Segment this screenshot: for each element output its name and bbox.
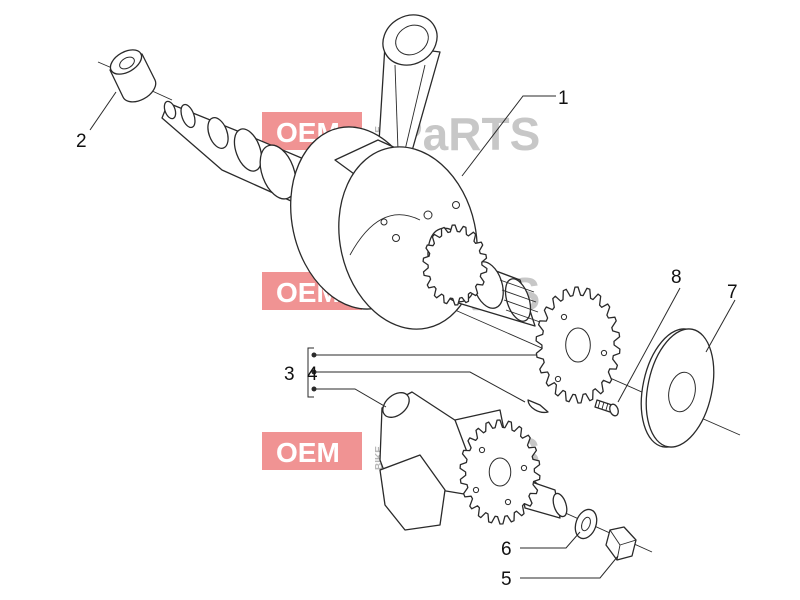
leader-line-3-bracket: [307, 347, 314, 398]
leader-dots: [311, 352, 317, 392]
nut: [605, 526, 637, 561]
leader-line-6: [520, 531, 581, 549]
thrust-washer: [640, 328, 715, 448]
leader-line-3-bottom: [314, 388, 387, 408]
washer: [574, 508, 598, 540]
leader-line-1: [461, 95, 556, 177]
callout-7: 7: [727, 282, 738, 303]
timing-sprocket: [535, 286, 621, 404]
bushing: [109, 49, 157, 103]
callout-8: 8: [671, 267, 682, 288]
leader-line-8: [617, 287, 681, 403]
callout-1: 1: [558, 88, 569, 109]
balance-shaft-sprocket: [459, 419, 541, 525]
leader-line-7: [705, 299, 736, 353]
callout-2: 2: [76, 131, 87, 152]
callout-4: 4: [307, 364, 318, 385]
leader-line-4: [314, 371, 526, 403]
crank-sprocket: [422, 224, 488, 306]
callout-6: 6: [501, 539, 512, 560]
leader-line-2: [89, 91, 117, 131]
screw: [594, 399, 619, 417]
crankshaft: [161, 14, 541, 330]
woodruff-key: [527, 399, 549, 414]
callout-5: 5: [501, 569, 512, 590]
watermark-oem-text: OEM: [276, 437, 340, 468]
leader-lines: [89, 91, 736, 579]
callout-3: 3: [284, 364, 295, 385]
leader-line-5: [520, 555, 619, 579]
